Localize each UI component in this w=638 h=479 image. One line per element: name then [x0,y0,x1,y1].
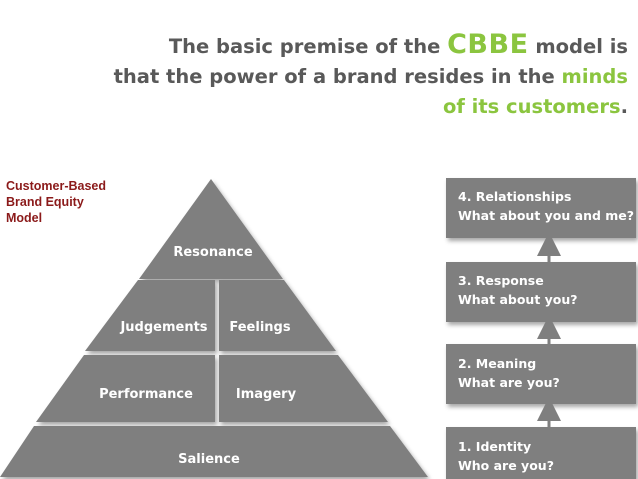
headline-highlight: minds [561,65,628,88]
tier-label-resonance: Resonance [173,245,252,260]
model-label-line: Model [6,211,43,225]
tier-label-judgements: Judgements [119,320,207,335]
step-box-identity [446,427,636,479]
headline-highlight: of its customers [442,95,621,118]
headline-text: that the power of a brand resides in the [113,65,555,88]
model-label-line: Customer-Based [6,179,107,193]
headline-line-2: that the power of a brand resides in the… [28,62,628,92]
step-question-relationships: What about you and me? [458,208,634,223]
pyramid-tier-performance [36,355,215,422]
step-title-meaning: 2. Meaning [458,356,536,371]
step-question-response: What about you? [458,292,578,307]
step-title-identity: 1. Identity [458,439,531,454]
model-label: Customer-Based Brand Equity Model [6,178,126,226]
headline-brand: CBBE [447,29,529,60]
pyramid-tier-resonance [139,179,283,279]
pyramid-tier-feelings [219,280,336,351]
step-box-response [446,262,636,322]
brand-steps [446,178,636,479]
step-box-meaning [446,344,636,404]
step-question-identity: Who are you? [458,458,554,473]
tier-label-salience: Salience [178,452,240,467]
step-box-relationships [446,178,636,238]
tier-label-feelings: Feelings [229,320,290,335]
headline: The basic premise of the CBBE model is t… [28,30,628,122]
step-title-relationships: 4. Relationships [458,189,571,204]
step-question-meaning: What are you? [458,375,560,390]
pyramid-tier-salience [0,426,428,477]
pyramid-tier-imagery [219,355,388,422]
tier-label-imagery: Imagery [236,387,297,402]
pyramid-tier-judgements [85,280,215,351]
brand-pyramid [0,179,428,477]
headline-line-3: of its customers. [28,92,628,122]
step-title-response: 3. Response [458,273,544,288]
headline-text: The basic premise of the [168,35,441,58]
model-label-line: Brand Equity [6,195,84,209]
headline-text: . [620,95,628,118]
tier-label-performance: Performance [99,387,193,402]
headline-line-1: The basic premise of the CBBE model is [28,30,628,62]
headline-text: model is [535,35,628,58]
